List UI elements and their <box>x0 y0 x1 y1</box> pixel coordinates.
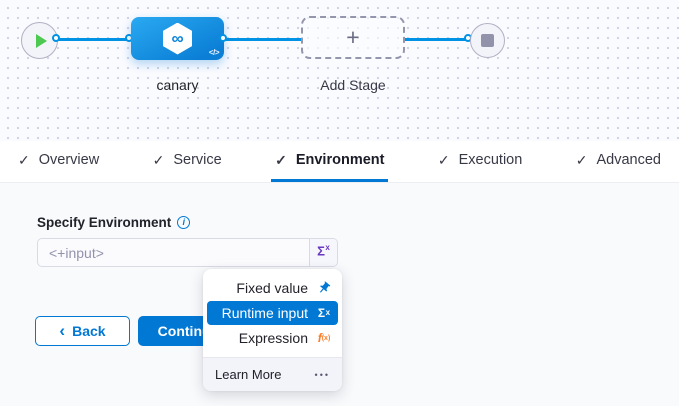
learn-more-link[interactable]: Learn More <box>215 367 282 382</box>
check-icon: ✓ <box>152 151 165 168</box>
runtime-input-type-button[interactable]: Σx <box>309 239 337 266</box>
tab-label: Overview <box>38 152 100 168</box>
pipeline-edge <box>57 38 133 41</box>
expression-fx-icon: f(x) <box>317 331 331 345</box>
menu-item-fixed-value[interactable]: Fixed value <box>203 276 342 300</box>
menu-item-label: Expression <box>238 330 308 346</box>
tab-overview[interactable]: ✓ Overview <box>14 141 103 182</box>
sigma-icon: Σx <box>317 243 330 259</box>
stage-node-canary[interactable]: ∞ </> <box>131 17 224 60</box>
chevron-left-icon: ‹ <box>59 320 66 340</box>
back-button[interactable]: ‹ Back <box>35 316 130 346</box>
infinity-glyph: ∞ <box>171 29 184 48</box>
add-stage-label: Add Stage <box>320 77 386 93</box>
input-type-menu-footer: Learn More ••• <box>203 357 342 391</box>
play-icon <box>35 33 47 48</box>
tab-execution[interactable]: ✓ Execution <box>434 141 526 182</box>
add-stage-button[interactable]: + <box>301 16 405 59</box>
connector-port[interactable] <box>219 34 227 42</box>
code-icon: </> <box>208 48 220 57</box>
menu-item-label: Runtime input <box>221 305 308 321</box>
menu-item-label: Fixed value <box>236 280 308 296</box>
connector-port[interactable] <box>52 34 60 42</box>
ellipsis-icon[interactable]: ••• <box>314 369 330 380</box>
plus-icon: + <box>346 24 360 50</box>
specify-environment-label: Specify Environment i <box>37 215 191 230</box>
pipeline-start-node[interactable] <box>21 22 58 59</box>
environment-input-group: Σx <box>37 238 338 267</box>
tab-label: Execution <box>458 152 523 168</box>
pipeline-end-node[interactable] <box>470 23 505 58</box>
tab-advanced[interactable]: ✓ Advanced <box>572 141 665 182</box>
menu-item-expression[interactable]: Expression f(x) <box>203 326 342 350</box>
tab-environment[interactable]: ✓ Environment <box>271 141 389 182</box>
stage-name-label: canary <box>156 77 199 93</box>
tab-service[interactable]: ✓ Service <box>149 141 226 182</box>
tab-label: Advanced <box>596 152 661 168</box>
tab-label: Service <box>173 152 222 168</box>
pipeline-edge <box>404 38 468 41</box>
stop-icon <box>481 34 494 47</box>
check-icon: ✓ <box>275 151 287 168</box>
stage-tabbar: ✓ Overview ✓ Service ✓ Environment ✓ Exe… <box>0 141 679 183</box>
pin-icon <box>316 281 332 295</box>
harness-cd-icon: ∞ <box>163 22 192 55</box>
info-icon[interactable]: i <box>177 216 191 229</box>
environment-input[interactable] <box>38 239 309 266</box>
field-label-text: Specify Environment <box>37 215 172 230</box>
back-label: Back <box>72 323 106 339</box>
pipeline-edge <box>224 38 303 41</box>
check-icon: ✓ <box>575 151 588 168</box>
tab-label: Environment <box>295 152 385 168</box>
check-icon: ✓ <box>18 151 30 168</box>
check-icon: ✓ <box>437 151 450 168</box>
pipeline-canvas[interactable]: ∞ </> + canary Add Stage <box>0 0 679 141</box>
